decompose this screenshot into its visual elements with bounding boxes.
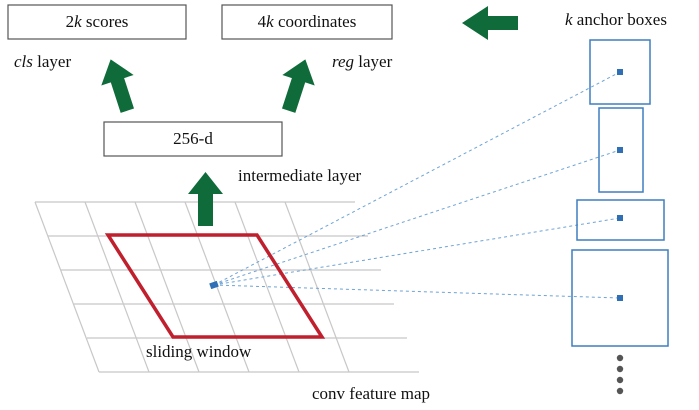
up-arrow-icon bbox=[188, 172, 223, 226]
anchor-connection-line bbox=[213, 284, 621, 299]
grid-col-line bbox=[134, 201, 200, 373]
anchor-center-point bbox=[617, 147, 623, 153]
grid-col-line bbox=[84, 201, 150, 373]
reg-layer-name: reg bbox=[332, 52, 355, 71]
reg-output-text: 4k coordinates bbox=[222, 12, 392, 32]
anchor-center-point bbox=[617, 295, 623, 301]
intermediate-dimension: 256-d bbox=[173, 129, 213, 148]
intermediate-box-text: 256-d bbox=[104, 129, 282, 149]
left-arrow-icon bbox=[462, 6, 518, 40]
anchor-box bbox=[598, 107, 644, 193]
anchor-center-point bbox=[617, 215, 623, 221]
anchor-connection-line bbox=[213, 217, 621, 286]
cls-output-multiplier: 2 bbox=[65, 12, 75, 31]
sliding-window-label: sliding window bbox=[146, 342, 252, 361]
reg-output-box bbox=[221, 4, 393, 40]
intermediate-layer-label: intermediate layer bbox=[238, 166, 362, 185]
grid-col-line bbox=[34, 201, 100, 373]
cls-output-k: k bbox=[74, 12, 82, 31]
grid-col-line bbox=[284, 201, 350, 373]
cls-output-label: scores bbox=[81, 12, 129, 31]
reg-output-multiplier: 4 bbox=[257, 12, 267, 31]
grid-col-line bbox=[234, 201, 300, 373]
sliding-window bbox=[104, 233, 326, 339]
reg-layer-label: reg layer bbox=[332, 52, 392, 72]
anchor-connection-line bbox=[213, 71, 621, 286]
intermediate-layer-box bbox=[103, 121, 283, 157]
cls-output-box bbox=[7, 4, 187, 40]
anchor-box bbox=[576, 199, 665, 241]
anchor-connection-line bbox=[213, 149, 621, 286]
reg-output-k: k bbox=[266, 12, 274, 31]
anchor-boxes-label: k anchor boxes bbox=[565, 10, 667, 30]
arrows bbox=[101, 6, 518, 226]
anchor-box bbox=[589, 39, 651, 105]
anchor-center-point bbox=[617, 69, 623, 75]
anchor-label-text: anchor boxes bbox=[572, 10, 667, 29]
ellipsis-dots-icon bbox=[616, 354, 624, 395]
feature-map-label: conv feature map bbox=[312, 384, 430, 403]
up-arrow-icon bbox=[101, 59, 135, 113]
window-center-point bbox=[209, 280, 219, 290]
anchor-boxes bbox=[571, 39, 669, 347]
anchor-k: k bbox=[565, 10, 573, 29]
up-arrow-icon bbox=[281, 59, 315, 113]
reg-output-label: coordinates bbox=[273, 12, 357, 31]
cls-layer-name: cls bbox=[14, 52, 33, 71]
reg-layer-suffix: layer bbox=[354, 52, 393, 71]
cls-output-text: 2k scores bbox=[8, 12, 186, 32]
anchor-box bbox=[571, 249, 669, 347]
cls-layer-label: cls layer bbox=[14, 52, 71, 72]
cls-layer-suffix: layer bbox=[32, 52, 72, 71]
anchor-centers bbox=[617, 69, 623, 301]
